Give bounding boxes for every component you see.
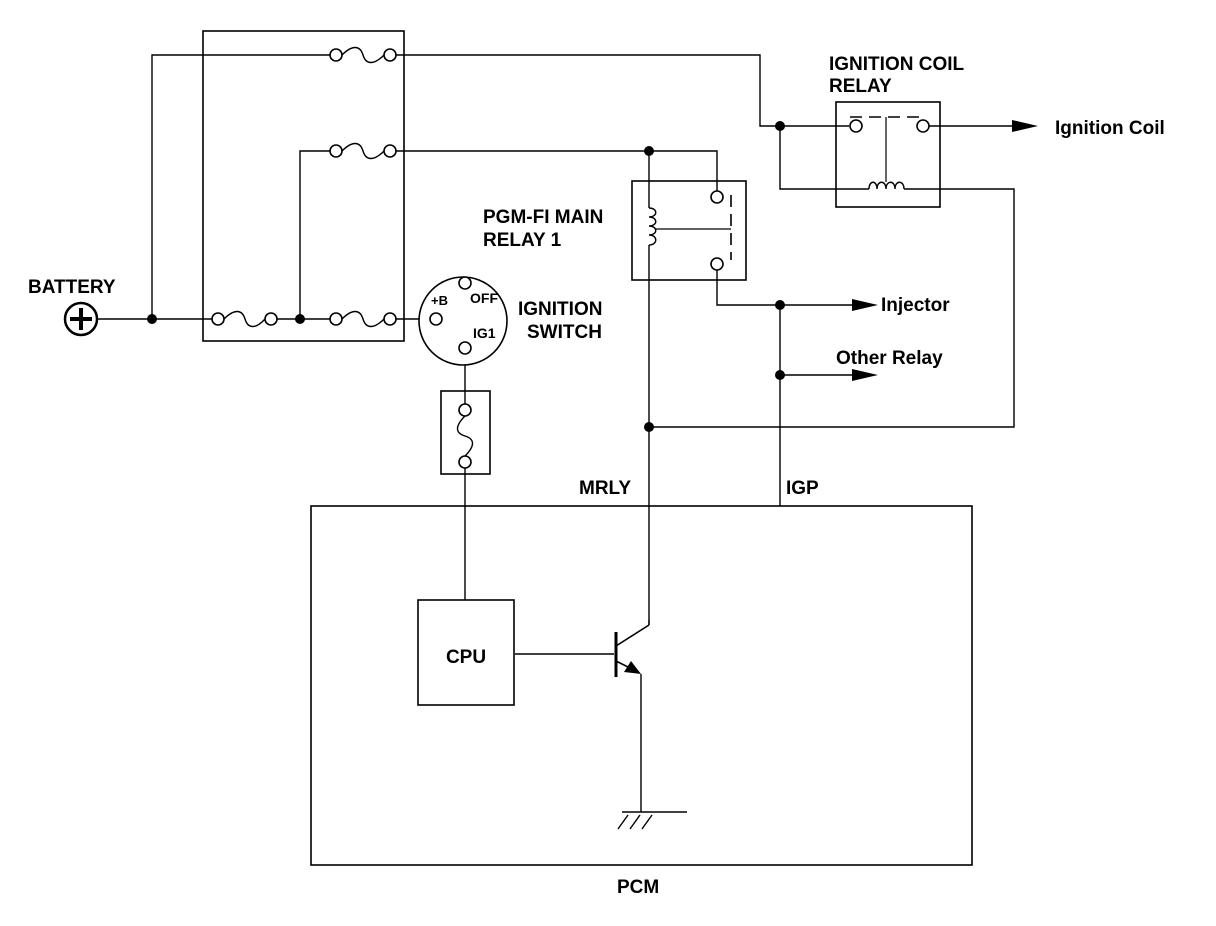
pgmfi-main-relay-1: [631, 180, 747, 281]
other-relay-label: Other Relay: [836, 348, 943, 369]
ignition-switch: [418, 276, 508, 366]
ignition-coil-relay-label-2: RELAY: [829, 76, 892, 97]
fuse-bottom-left: [211, 310, 278, 328]
junction-dots: [147, 121, 785, 432]
ignition-switch-label-1: IGNITION: [518, 299, 602, 320]
ground-symbol: [617, 811, 687, 830]
battery-symbol: [63, 301, 99, 337]
wires: [97, 54, 1016, 812]
switch-off-label: OFF: [470, 290, 498, 306]
switch-plus-b-label: +B: [431, 293, 448, 308]
fuse-middle: [329, 142, 397, 160]
pcm-label: PCM: [617, 877, 659, 898]
cpu-label: CPU: [446, 647, 486, 668]
fuse-ig1: [440, 390, 491, 475]
fuse-bottom-right: [329, 310, 397, 328]
igp-label: IGP: [786, 478, 819, 499]
cpu-box: [417, 599, 515, 706]
battery-label: BATTERY: [28, 277, 116, 298]
pgmfi-relay-label-1: PGM-FI MAIN: [483, 207, 603, 228]
pcm-box: [310, 505, 973, 866]
fuse-box: [202, 30, 405, 342]
ignition-switch-label-2: SWITCH: [527, 322, 602, 343]
mrly-label: MRLY: [579, 478, 631, 499]
injector-label: Injector: [881, 295, 950, 316]
injector-arrow: [852, 299, 878, 311]
transistor-symbol: [614, 620, 650, 677]
fuse-top: [329, 46, 397, 64]
ignition-coil-relay: [835, 101, 941, 208]
ignition-coil-arrow: [1012, 120, 1038, 132]
other-relay-arrow: [852, 369, 878, 381]
pgmfi-relay-label-2: RELAY 1: [483, 230, 562, 251]
ignition-coil-label: Ignition Coil: [1055, 118, 1165, 139]
switch-ig1-label: IG1: [473, 325, 496, 341]
ignition-coil-relay-label-1: IGNITION COIL: [829, 54, 965, 75]
